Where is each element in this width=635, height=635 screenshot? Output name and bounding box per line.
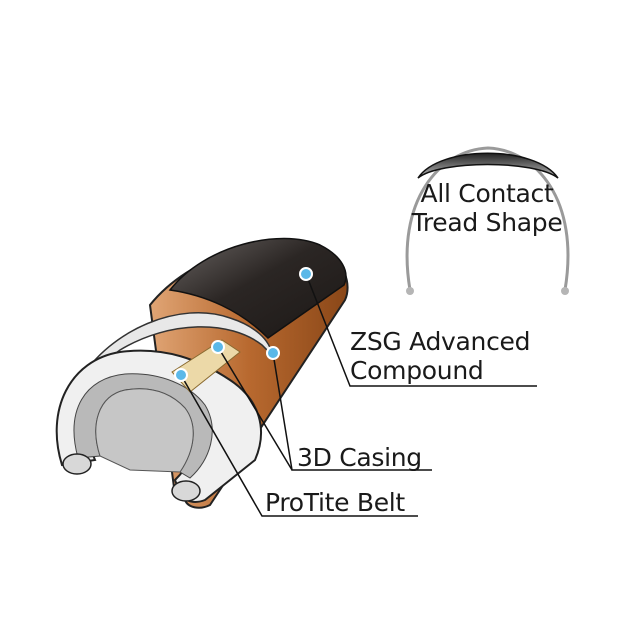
compound-label-line2: Compound — [350, 356, 483, 385]
casing-marker-icon — [266, 346, 280, 360]
compound-marker-icon — [299, 267, 313, 281]
markers — [174, 267, 313, 382]
tread-shape-label-line1: All Contact — [421, 179, 554, 208]
belt-label: ProTite Belt — [265, 488, 405, 517]
tread-shape-icon — [405, 146, 570, 295]
casing-marker-icon — [211, 340, 225, 354]
belt-marker-icon — [174, 368, 188, 382]
tread-shape-label-line2: Tread Shape — [411, 208, 563, 237]
leader-lines — [180, 273, 537, 517]
compound-label-line1: ZSG Advanced — [350, 327, 530, 356]
casing-label: 3D Casing — [297, 443, 422, 472]
tire-cutaway — [55, 237, 349, 509]
